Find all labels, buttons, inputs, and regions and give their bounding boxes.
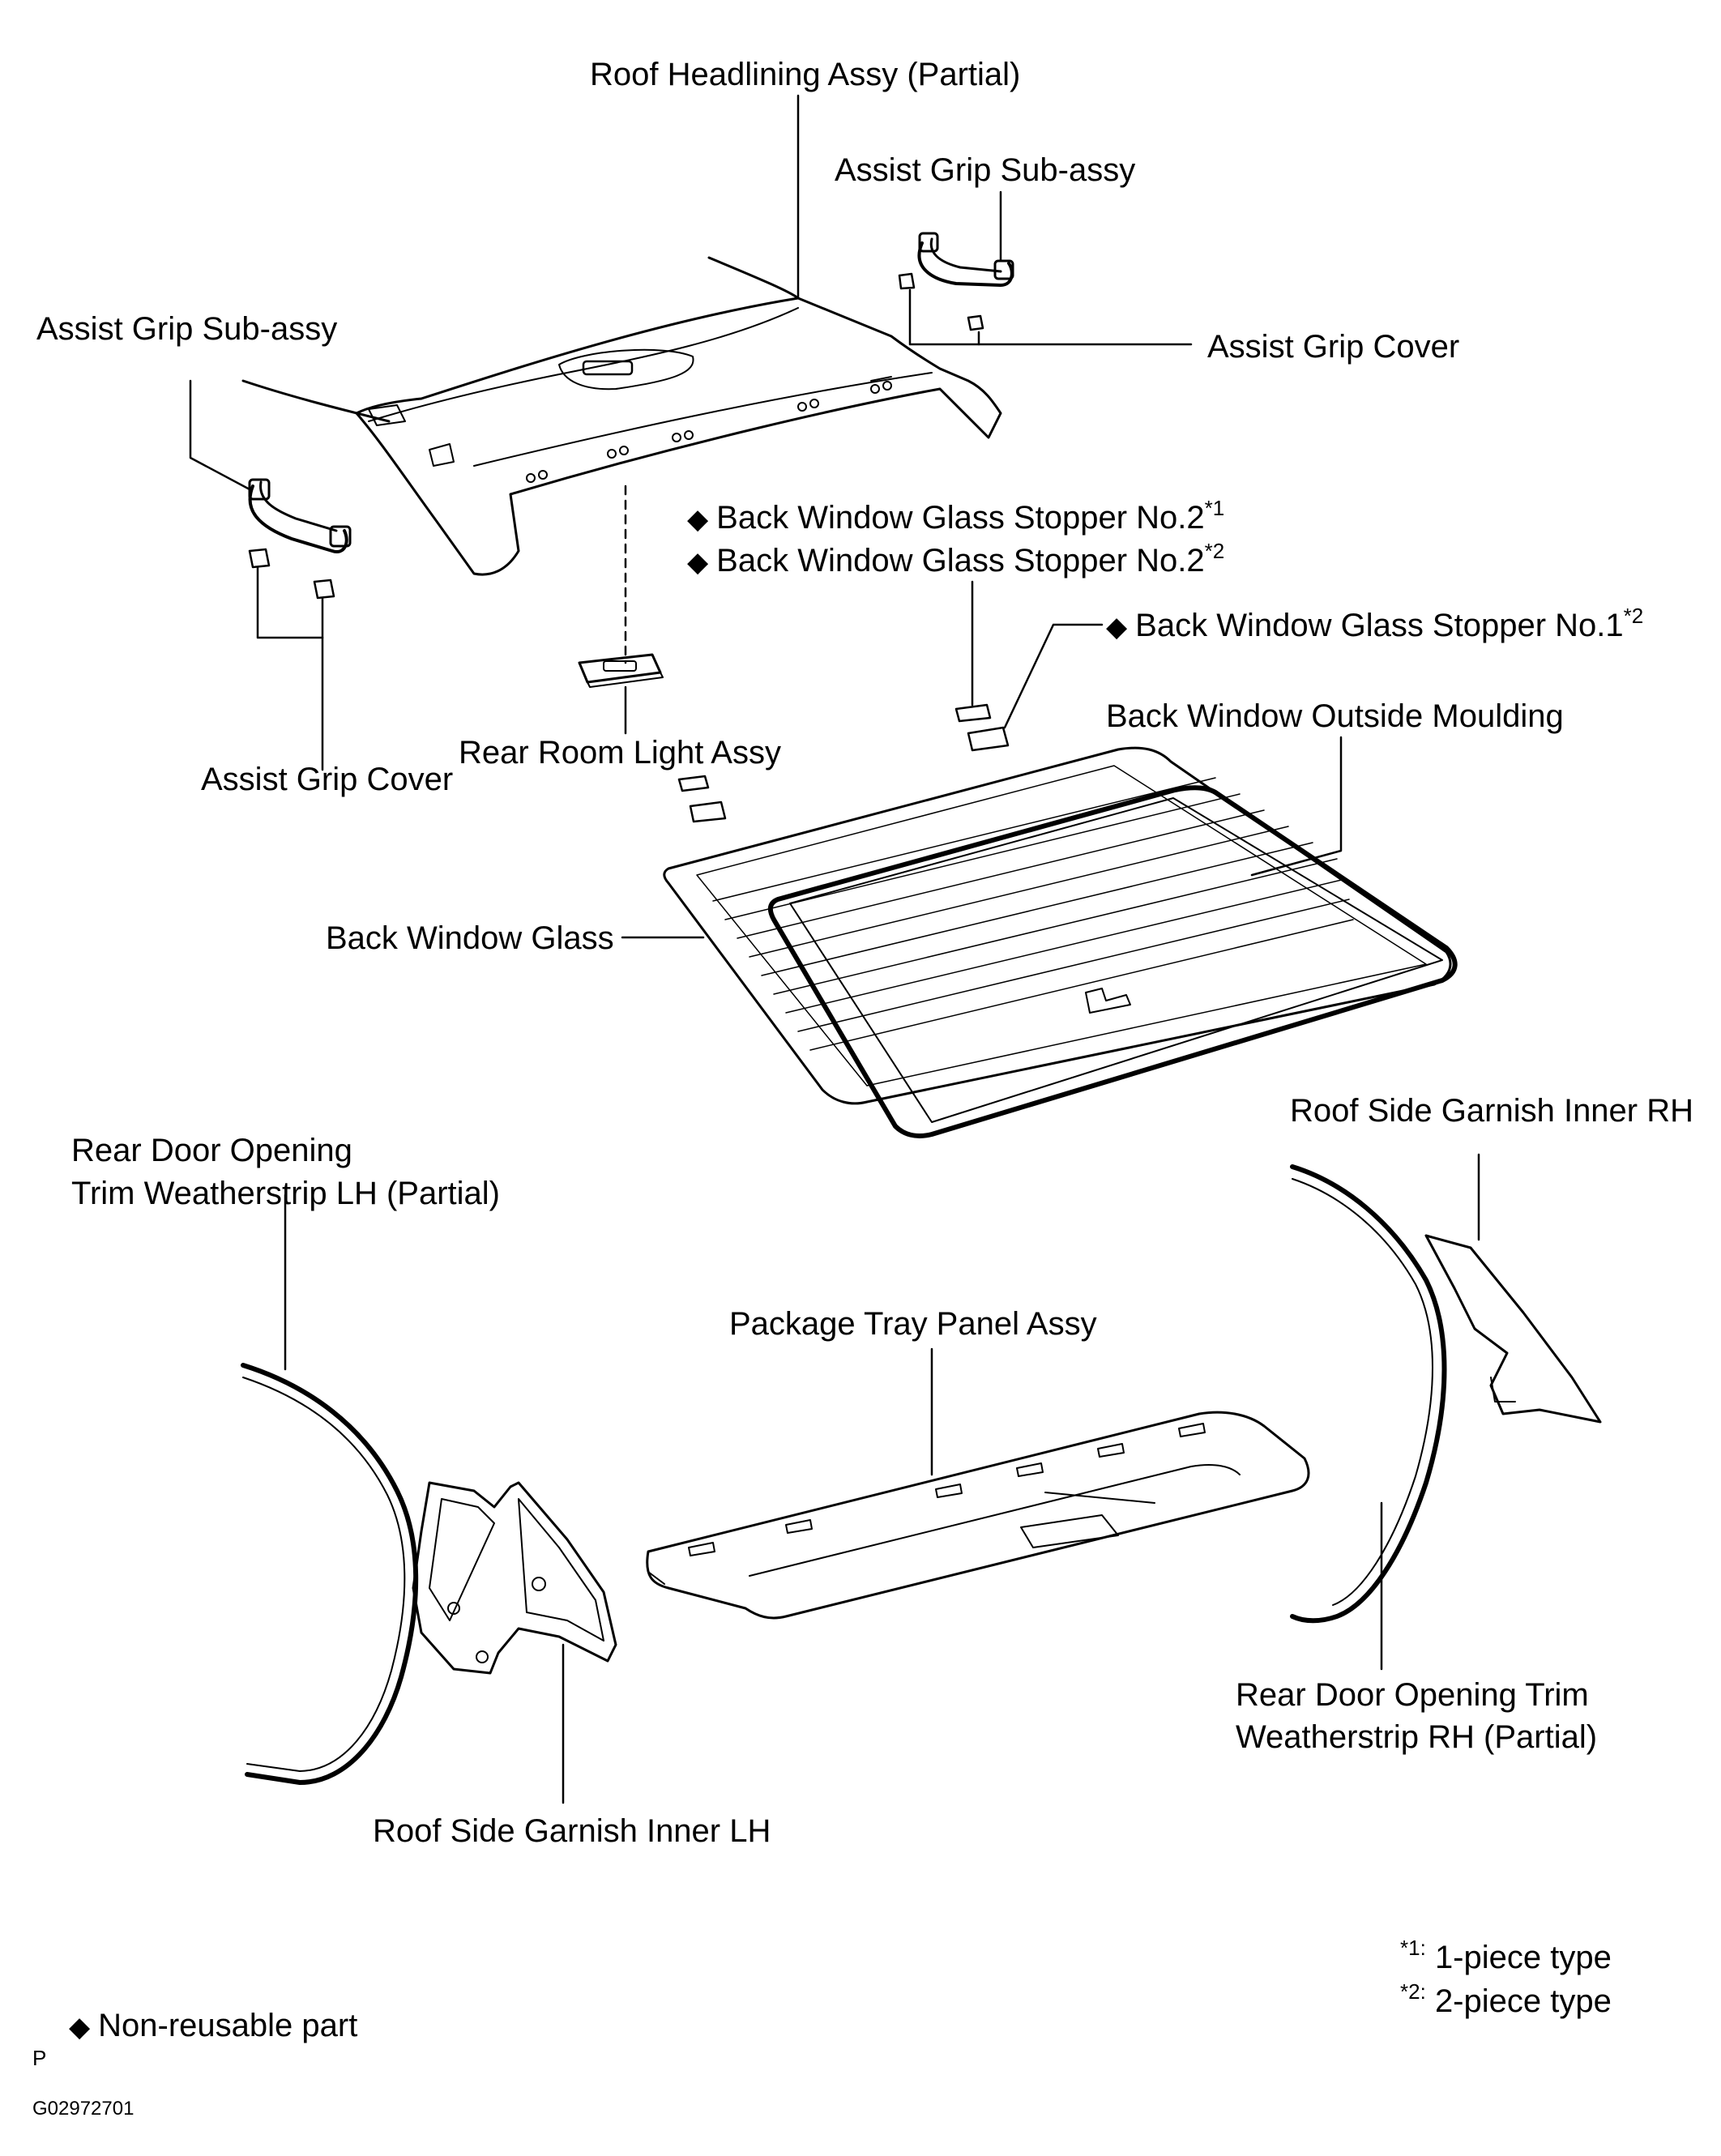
footnote-2-text: 2-piece type: [1434, 1983, 1612, 2019]
package-tray-drawing: [646, 1411, 1310, 1620]
non-reusable-diamond-icon: ◆: [1106, 612, 1128, 643]
roof-side-garnish-lh-drawing: [412, 1481, 617, 1675]
label-stopper-no2-1piece: ◆Back Window Glass Stopper No.2*1: [687, 496, 1225, 540]
label-package-tray: Package Tray Panel Assy: [729, 1306, 1097, 1342]
assist-grip-right-drawing: [898, 232, 1014, 331]
label-stopper-no2-2piece: ◆Back Window Glass Stopper No.2*2: [687, 539, 1225, 583]
label-rear-room-light: Rear Room Light Assy: [459, 735, 781, 771]
label-weatherstrip-rh-line2: Weatherstrip RH (Partial): [1236, 1719, 1598, 1755]
figure-code: G02972701: [32, 2098, 135, 2120]
label-roof-side-garnish-lh: Roof Side Garnish Inner LH: [373, 1813, 771, 1849]
label-roof-headlining: Roof Headlining Assy (Partial): [590, 57, 1021, 92]
label-assist-grip-cover-left: Assist Grip Cover: [201, 762, 454, 797]
assist-grip-left-drawing: [248, 478, 352, 600]
legend-non-reusable: ◆Non-reusable part: [69, 2006, 357, 2047]
label-roof-side-garnish-rh: Roof Side Garnish Inner RH: [1290, 1093, 1694, 1129]
non-reusable-diamond-icon: ◆: [69, 2012, 91, 2043]
roof-headlining-drawing: [241, 256, 1002, 576]
weatherstrip-rh-drawing: [1290, 1164, 1447, 1624]
stopper-no1-text: Back Window Glass Stopper No.1: [1135, 608, 1624, 643]
back-window-moulding-drawing: [767, 785, 1458, 1138]
footnote-ref: *2: [1204, 539, 1225, 563]
glass-stoppers-drawing: [677, 703, 1010, 823]
rear-room-light-drawing: [578, 653, 664, 688]
label-assist-grip-right: Assist Grip Sub-assy: [835, 152, 1136, 188]
label-stopper-no1: ◆Back Window Glass Stopper No.1*2: [1106, 604, 1644, 648]
label-weatherstrip-lh-line2: Trim Weatherstrip LH (Partial): [71, 1176, 500, 1211]
stopper-no2-text: Back Window Glass Stopper No.2: [716, 500, 1205, 536]
label-back-window-glass: Back Window Glass: [326, 920, 614, 956]
non-reusable-diamond-icon: ◆: [687, 547, 709, 578]
footnote-1-text: 1-piece type: [1434, 1940, 1612, 1975]
label-assist-grip-cover-right: Assist Grip Cover: [1207, 329, 1460, 365]
non-reusable-diamond-icon: ◆: [687, 504, 709, 535]
leader-lines: [189, 94, 1480, 1804]
footnote-2-ref: *2:: [1400, 1979, 1426, 2004]
stopper-no2-text: Back Window Glass Stopper No.2: [716, 543, 1205, 578]
label-weatherstrip-lh-line1: Rear Door Opening: [71, 1133, 352, 1168]
label-weatherstrip-rh-line1: Rear Door Opening Trim: [1236, 1677, 1589, 1713]
label-assist-grip-left: Assist Grip Sub-assy: [36, 311, 338, 347]
weatherstrip-lh-drawing: [241, 1363, 419, 1785]
roof-side-garnish-rh-drawing: [1424, 1234, 1602, 1424]
legend-non-reusable-text: Non-reusable part: [98, 2008, 358, 2043]
label-back-window-moulding: Back Window Outside Moulding: [1106, 698, 1564, 734]
footnote-2: *2: 2-piece type: [1400, 1979, 1612, 2024]
footnote-1-ref: *1:: [1400, 1936, 1426, 1960]
footnote-ref: *2: [1623, 604, 1644, 628]
back-window-glass-drawing: [663, 746, 1452, 1105]
page-mark: P: [32, 2046, 47, 2070]
footnote-1: *1: 1-piece type: [1400, 1936, 1612, 1980]
footnote-ref: *1: [1204, 496, 1225, 520]
